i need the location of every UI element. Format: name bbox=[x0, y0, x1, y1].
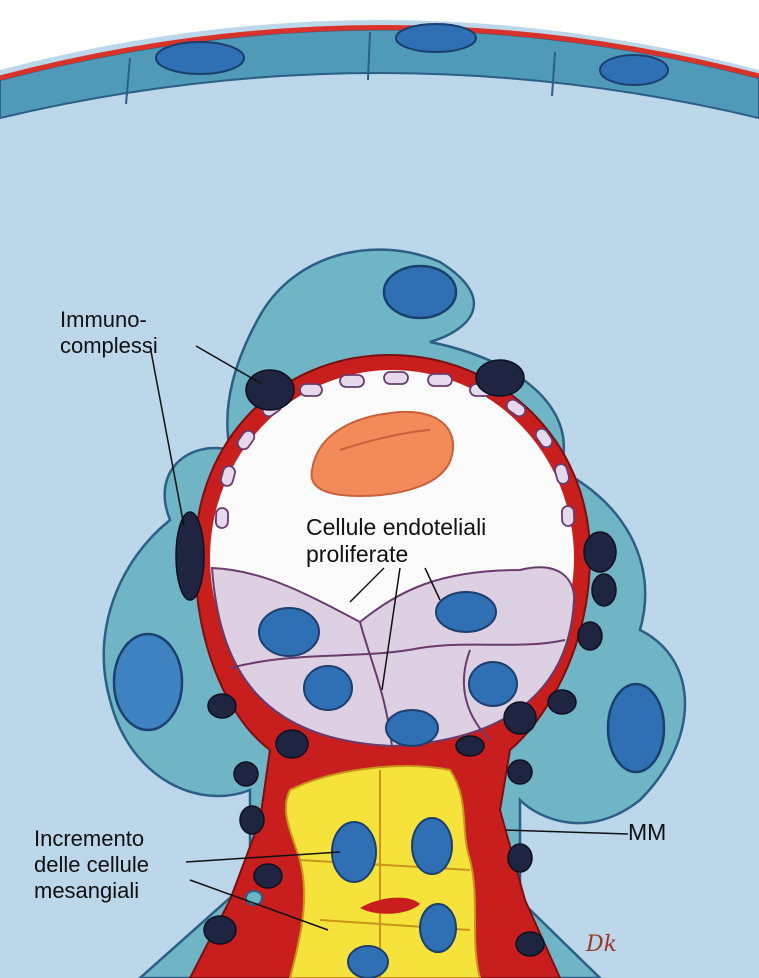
podocyte-nucleus bbox=[114, 634, 182, 730]
label-immune-complexes: Immuno- complessi bbox=[60, 307, 158, 359]
endothelial-nucleus bbox=[436, 592, 496, 632]
podocyte-nucleus bbox=[608, 684, 664, 772]
artist-signature: Dk bbox=[586, 932, 617, 957]
mesangial-nucleus bbox=[348, 946, 388, 978]
capsule-nucleus bbox=[600, 55, 668, 85]
capsule-nucleus bbox=[156, 42, 244, 74]
podocyte-nucleus bbox=[384, 266, 456, 318]
endothelial-nucleus bbox=[304, 666, 352, 710]
mesangial-nucleus bbox=[412, 818, 452, 874]
capsule-nucleus bbox=[396, 24, 476, 52]
label-mm: MM bbox=[628, 819, 666, 845]
endothelial-nucleus bbox=[259, 608, 319, 656]
endothelial-nucleus bbox=[386, 710, 438, 746]
label-mesangial-increase: Incremento delle cellule mesangiali bbox=[34, 826, 149, 904]
mesangium bbox=[286, 766, 480, 978]
mesangial-nucleus bbox=[420, 904, 456, 952]
label-endothelial-cells: Cellule endoteliali proliferate bbox=[306, 514, 486, 568]
endothelial-nucleus bbox=[469, 662, 517, 706]
